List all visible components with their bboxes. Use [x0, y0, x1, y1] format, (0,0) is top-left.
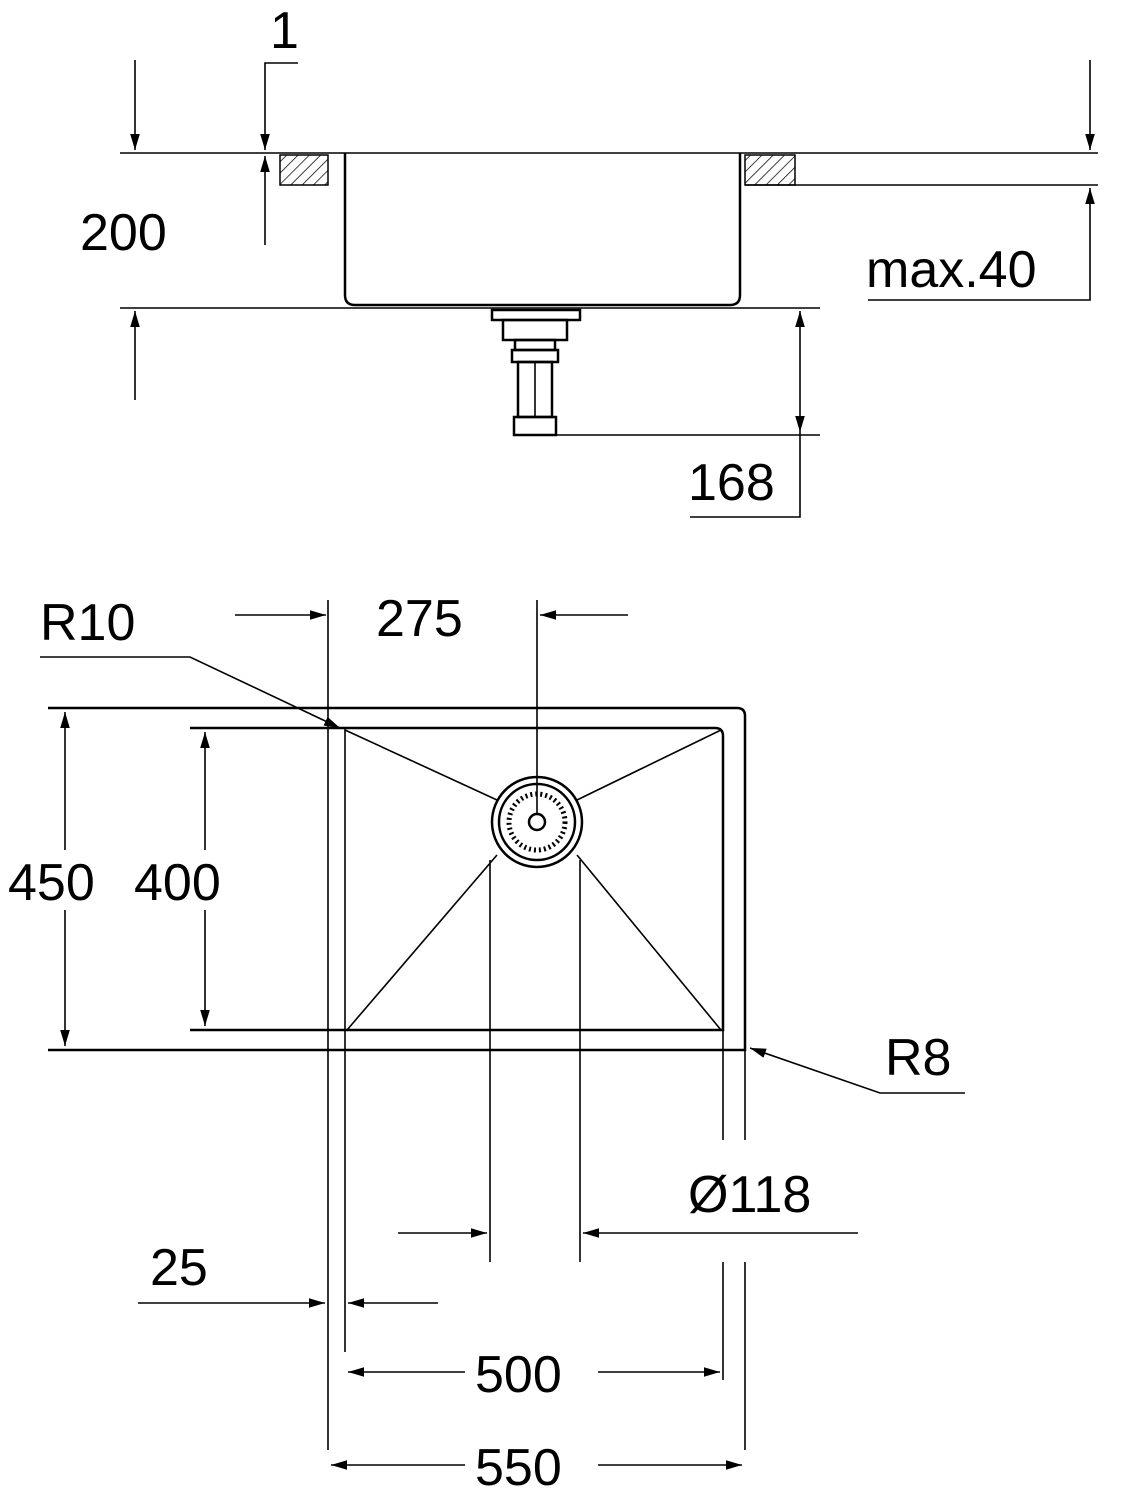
section-view: 1 200 max.40 168 — [80, 2, 1098, 518]
sink-bowl-section — [343, 153, 742, 307]
dim-inner-width: 500 — [475, 1346, 562, 1404]
dim-outer-radius: R8 — [885, 1029, 951, 1087]
plan-view: R10 275 450 400 R8 Ø118 25 500 550 — [8, 590, 965, 1497]
countertop-left-hatch — [279, 154, 329, 186]
dim-drain-offset: 275 — [376, 590, 463, 648]
dim-outer-width: 550 — [475, 1439, 562, 1497]
sink-outer-outline — [48, 706, 747, 1052]
dim-depth: 200 — [80, 204, 167, 262]
dim-sheet-thickness: 1 — [270, 2, 299, 60]
dim-inner-depth: 400 — [134, 854, 221, 912]
dim-rim-width: 25 — [150, 1239, 208, 1297]
dim-drain-diameter: Ø118 — [688, 1166, 811, 1224]
countertop-right-hatch — [744, 154, 796, 186]
dim-outer-depth: 450 — [8, 854, 95, 912]
dim-drain-height: 168 — [688, 454, 775, 512]
drain-fitting — [490, 308, 582, 437]
sink-inner-outline — [190, 726, 725, 1032]
dim-countertop-max: max.40 — [866, 241, 1037, 299]
dim-inner-radius: R10 — [40, 594, 135, 652]
